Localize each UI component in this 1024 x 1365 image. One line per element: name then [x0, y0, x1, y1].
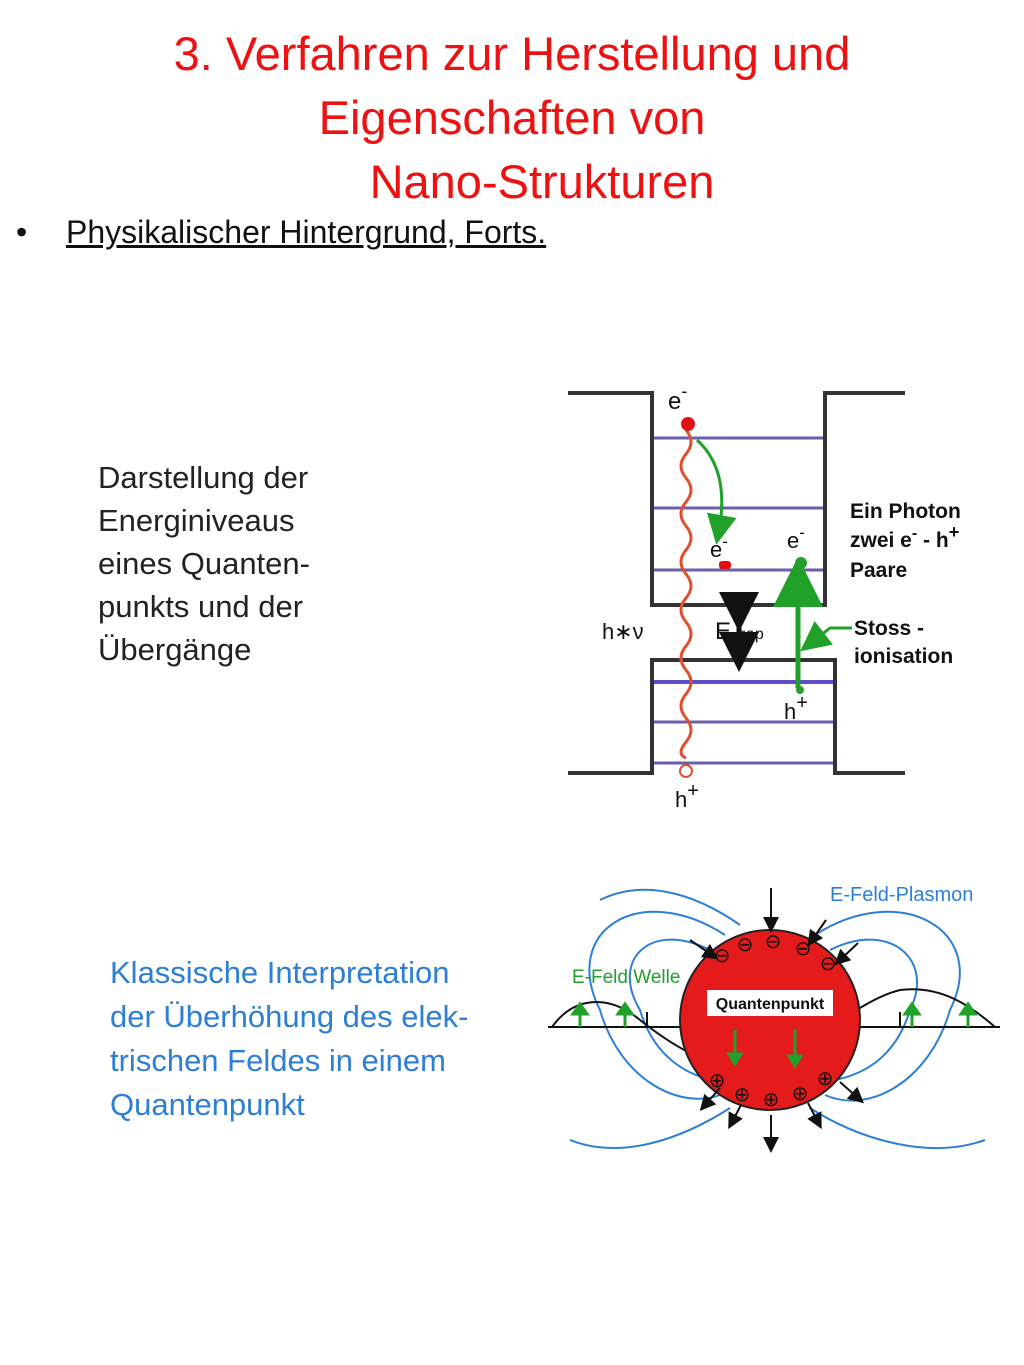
title-line-1: 3. Verfahren zur Herstellung und: [173, 27, 851, 80]
energy-description: Darstellung der Energiniveaus eines Quan…: [98, 456, 310, 671]
negative-charge: ⊖: [765, 931, 782, 953]
stoss-line-1: Stoss -: [854, 617, 924, 640]
ein-photon-line-2: zwei e- - h+: [850, 522, 959, 552]
bullet-symbol: •: [16, 214, 28, 250]
electron-mid-dot: [719, 561, 731, 569]
energy-desc-line-4: punkts und der: [98, 589, 304, 624]
valence-band-outline: [568, 658, 905, 775]
electron-right-dot: [795, 557, 807, 569]
electron-top-dot: [681, 417, 695, 431]
title-line-2: Eigenschaften von: [318, 91, 706, 144]
electron-right-label: e-: [787, 523, 805, 553]
negative-charge: ⊖: [737, 934, 754, 956]
relaxation-arrow: [695, 438, 737, 545]
energy-desc-line-3: eines Quanten-: [98, 546, 310, 581]
stoss-line-2: ionisation: [854, 645, 953, 668]
positive-charge: ⊕: [734, 1084, 751, 1106]
quantum-dot-label-box: [707, 990, 833, 1016]
bullet-item: • Physikalischer Hintergrund, Forts.: [16, 214, 546, 251]
positive-charge: ⊕: [792, 1083, 809, 1105]
bullet-text: Physikalischer Hintergrund, Forts.: [66, 214, 547, 250]
quantum-dot-label: Quantenpunkt: [716, 996, 825, 1013]
energy-desc-line-5: Übergänge: [98, 632, 252, 667]
wave-label: E-Feld Welle: [572, 967, 680, 988]
hole-bottom-dot: [679, 764, 693, 778]
electron-mid-label: e-: [710, 532, 728, 562]
ein-photon-line-3: Paare: [850, 559, 907, 582]
electron-top-label: e-: [668, 381, 687, 415]
plasmon-desc-line-1: Klassische Interpretation: [110, 955, 450, 990]
photon-wave: [679, 429, 693, 760]
black-field-arrows: [646, 888, 901, 1153]
green-field-arrows: [570, 1001, 978, 1069]
plasmon-desc-line-3: trischen Feldes in einem: [110, 1043, 446, 1078]
energy-desc-line-2: Energiniveaus: [98, 503, 295, 538]
plasmon-diagram: Quantenpunkt ⊖ ⊖ ⊖ ⊖ ⊖ ⊕ ⊕ ⊕ ⊕ ⊕ E-Feld-…: [548, 884, 1000, 1153]
hole-right-label: h+: [784, 692, 808, 724]
positive-charge: ⊕: [709, 1070, 726, 1092]
positive-charge: ⊕: [817, 1068, 834, 1090]
plasmon-desc-line-2: der Überhöhung des elek-: [110, 999, 469, 1034]
ein-photon-line-1: Ein Photon: [850, 500, 961, 523]
energy-desc-line-1: Darstellung der: [98, 460, 309, 495]
stoss-pointer-arrow: [800, 620, 852, 652]
title-line-3: Nano-Strukturen: [369, 155, 715, 208]
page-title: 3. Verfahren zur Herstellung und Eigensc…: [0, 22, 1024, 214]
positive-charge: ⊕: [763, 1089, 780, 1111]
negative-charge: ⊖: [795, 938, 812, 960]
photon-label: h∗ν: [602, 619, 644, 644]
plasmon-label: E-Feld-Plasmon: [830, 884, 973, 906]
negative-charge: ⊖: [714, 945, 731, 967]
negative-charge: ⊖: [820, 953, 837, 975]
plasmon-desc-line-4: Quantenpunkt: [110, 1087, 305, 1122]
plasmon-description: Klassische Interpretation der Überhöhung…: [110, 951, 468, 1127]
hole-bottom-label: h+: [675, 780, 699, 812]
